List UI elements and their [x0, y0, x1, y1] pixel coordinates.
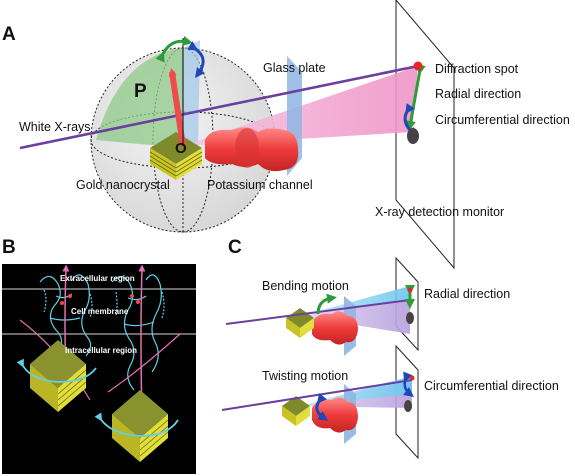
- white-xray-beam: [19, 64, 419, 150]
- gold-nanocrystal-b-right: [112, 390, 169, 462]
- potassium-channel-label: Potassium channel: [207, 178, 313, 192]
- blue-cone-bending: [300, 286, 410, 316]
- glass-plate-label: Glass plate: [263, 61, 326, 75]
- channel-structure-right: [111, 274, 165, 391]
- blue-rotation-sector: [183, 40, 200, 150]
- radial-direction-c-label: Radial direction: [424, 287, 510, 301]
- axis-p-arrow: [168, 68, 186, 147]
- detector-spot-bending: [406, 312, 414, 324]
- circumferential-arrow-c: [402, 371, 414, 398]
- xray-detection-monitor: [395, 0, 455, 270]
- blue-rotation-arrow: [187, 41, 205, 79]
- diffraction-spot-label: Diffraction spot: [435, 62, 519, 76]
- intracellular-region-label: Intracellular region: [65, 346, 137, 355]
- twisting-arrow: [315, 392, 329, 421]
- circumferential-direction-c-label: Circumferential direction: [424, 379, 559, 393]
- potassium-channel-bending: [312, 311, 358, 345]
- gold-nanocrystal-twisting: [282, 396, 310, 426]
- diffraction-spot-marker: [413, 61, 423, 71]
- twisting-motion-label: Twisting motion: [262, 369, 348, 383]
- panel-b: B: [2, 237, 196, 474]
- panel-c-letter: C: [228, 237, 242, 258]
- detector-spot-twisting: [404, 400, 412, 412]
- bending-motion-label: Bending motion: [262, 279, 349, 293]
- panel-a: A: [2, 0, 570, 270]
- detector-shadow-spot: [407, 128, 419, 144]
- panel-c: C: [221, 237, 559, 460]
- green-rotation-sector: [96, 48, 183, 148]
- rotation-arrow-b-left: [16, 358, 97, 383]
- diffraction-spot-twisting: [409, 375, 415, 381]
- green-rotation-arrow: [155, 36, 193, 63]
- p-label: P: [134, 81, 147, 102]
- channel-red-markers: [60, 294, 140, 305]
- panel-b-letter: B: [2, 237, 16, 258]
- radial-direction-label: Radial direction: [435, 87, 521, 101]
- o-label: O: [175, 140, 187, 157]
- potassium-channel: [205, 127, 299, 172]
- xray-detection-monitor-label: X-ray detection monitor: [375, 205, 504, 219]
- tilted-axis-right: [107, 333, 181, 393]
- white-xrays-label: White X-rays: [19, 120, 91, 134]
- cell-membrane-label: Cell membrane: [71, 307, 129, 316]
- gold-nanocrystal-label: Gold nanocrystal: [76, 178, 170, 192]
- gold-nanocrystal: [149, 132, 203, 180]
- bending-arrow: [316, 293, 337, 315]
- diffraction-spot-bending: [407, 287, 413, 293]
- circumferential-direction-label: Circumferential direction: [435, 113, 570, 127]
- channel-structure-left: [39, 274, 93, 357]
- gold-nanocrystal-b-left: [30, 340, 87, 412]
- extracellular-region-label: Extracellular region: [60, 274, 135, 283]
- panel-a-letter: A: [2, 24, 16, 45]
- rotation-arrow-b-right: [94, 412, 179, 437]
